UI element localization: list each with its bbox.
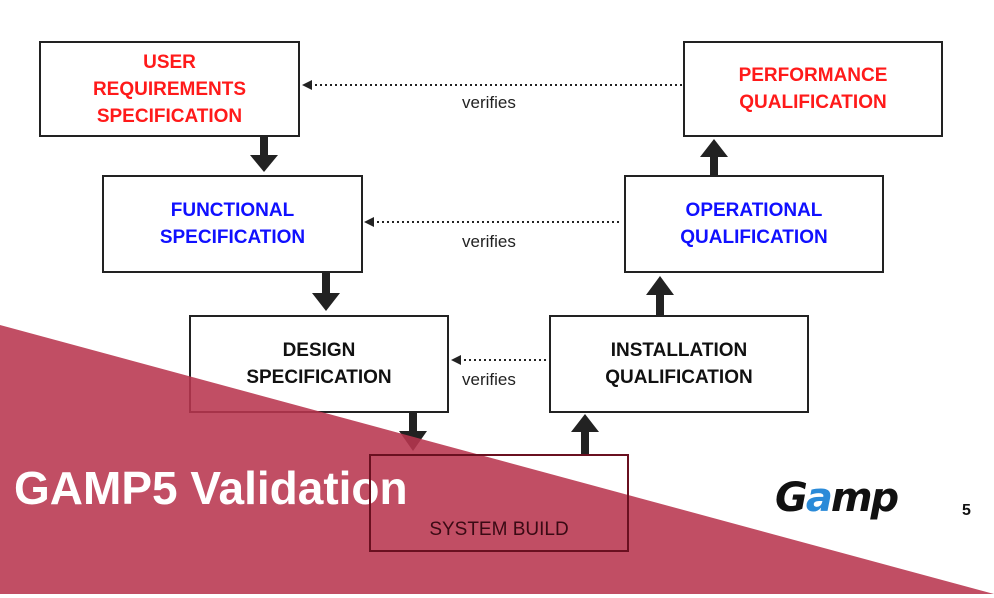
verifies-label-2: verifies — [462, 232, 516, 251]
box-functional-specification: FUNCTIONAL SPECIFICATION — [102, 175, 363, 273]
gamp-version: 5 — [962, 502, 971, 519]
box-performance-qualification: PERFORMANCE QUALIFICATION — [683, 41, 943, 137]
arrow-up-3 — [700, 139, 728, 157]
arrow-up-2 — [646, 276, 674, 295]
gamp-logo: Gamp — [775, 475, 899, 521]
page-title: GAMP5 Validation — [14, 462, 408, 514]
title-banner — [0, 325, 994, 594]
verifies-label-1: verifies — [462, 93, 516, 112]
box-operational-qualification: OPERATIONAL QUALIFICATION — [624, 175, 884, 273]
logo-letters-mp: mp — [830, 475, 899, 521]
box-installation-qualification: INSTALLATION QUALIFICATION — [549, 315, 809, 413]
arrow-down-2 — [312, 293, 340, 311]
verifies-label-3: verifies — [462, 370, 516, 389]
arrow-up-1 — [571, 414, 599, 432]
box-system-build: SYSTEM BUILD — [369, 454, 629, 552]
logo-letter-g: G — [775, 475, 808, 521]
box-design-specification: DESIGN SPECIFICATION — [189, 315, 449, 413]
box-user-requirements-specification: USER REQUIREMENTS SPECIFICATION — [39, 41, 300, 137]
arrow-down-1 — [250, 155, 278, 172]
logo-letter-a: a — [805, 475, 833, 521]
